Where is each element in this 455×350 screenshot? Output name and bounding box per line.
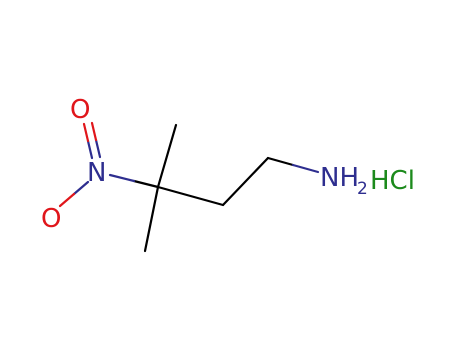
bond-c-methyl-top: [156, 123, 178, 189]
bond-n-o-bottom-a: [72, 180, 90, 196]
atom-oxygen-bottom: O: [41, 204, 61, 234]
bond-n-o-top-2b: [90, 121, 98, 142]
atom-amine-subscript: 2: [357, 179, 368, 199]
bond-ch2-ch2: [221, 156, 270, 207]
bond-n-o-top-1b: [82, 122, 90, 143]
bond-ch2-amine-a: [266, 156, 295, 167]
bond-c-methyl-bottom: [143, 185, 160, 253]
salt-hcl: HCl: [370, 166, 415, 196]
bond-c-nitro-a: [132, 179, 160, 189]
atom-oxygen-top: O: [70, 95, 90, 125]
bond-n-o-top-1a: [86, 139, 94, 160]
atom-amine: NH: [320, 163, 359, 193]
bond-ch2-amine-b: [291, 163, 320, 174]
bond-n-o-bottom-b: [58, 192, 76, 208]
bond-n-o-top-2a: [94, 138, 102, 159]
bond-c-ch2: [156, 185, 225, 207]
bond-c-nitro-b: [108, 173, 136, 183]
atom-nitrogen-nitro: N: [87, 158, 106, 188]
bonds: [58, 121, 320, 253]
